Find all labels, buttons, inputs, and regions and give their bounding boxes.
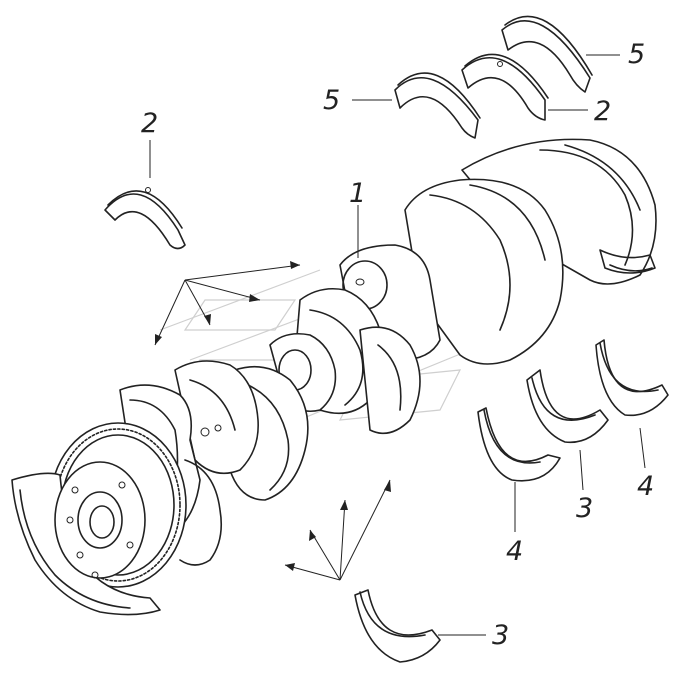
callout-4-center: 4 bbox=[506, 536, 523, 567]
bearing-shell-3-bottom bbox=[354, 589, 441, 663]
callout-3-bottom: 3 bbox=[492, 620, 509, 651]
crankshaft bbox=[11, 138, 657, 616]
leader-lines bbox=[149, 54, 646, 636]
bearing-shell-5-upper-left bbox=[394, 72, 481, 139]
callout-1: 1 bbox=[349, 178, 366, 209]
oil-direction-arrows-bottom bbox=[284, 479, 391, 581]
callout-5-left: 5 bbox=[323, 85, 340, 116]
bearing-shell-2-upper-right bbox=[461, 53, 549, 121]
bearing-shell-3-center bbox=[526, 369, 609, 444]
bearing-shell-5-top bbox=[501, 15, 593, 93]
oil-direction-arrows-top bbox=[154, 261, 301, 346]
callout-3-center: 3 bbox=[576, 493, 593, 524]
callout-2-right: 2 bbox=[594, 96, 611, 127]
bearing-shell-4-right bbox=[595, 339, 669, 417]
callout-4-right: 4 bbox=[637, 471, 654, 502]
bearing-shell-2-left bbox=[104, 187, 186, 250]
callout-2-left: 2 bbox=[141, 108, 158, 139]
callout-5-right: 5 bbox=[628, 39, 645, 70]
bearing-shell-4-center bbox=[477, 407, 561, 482]
